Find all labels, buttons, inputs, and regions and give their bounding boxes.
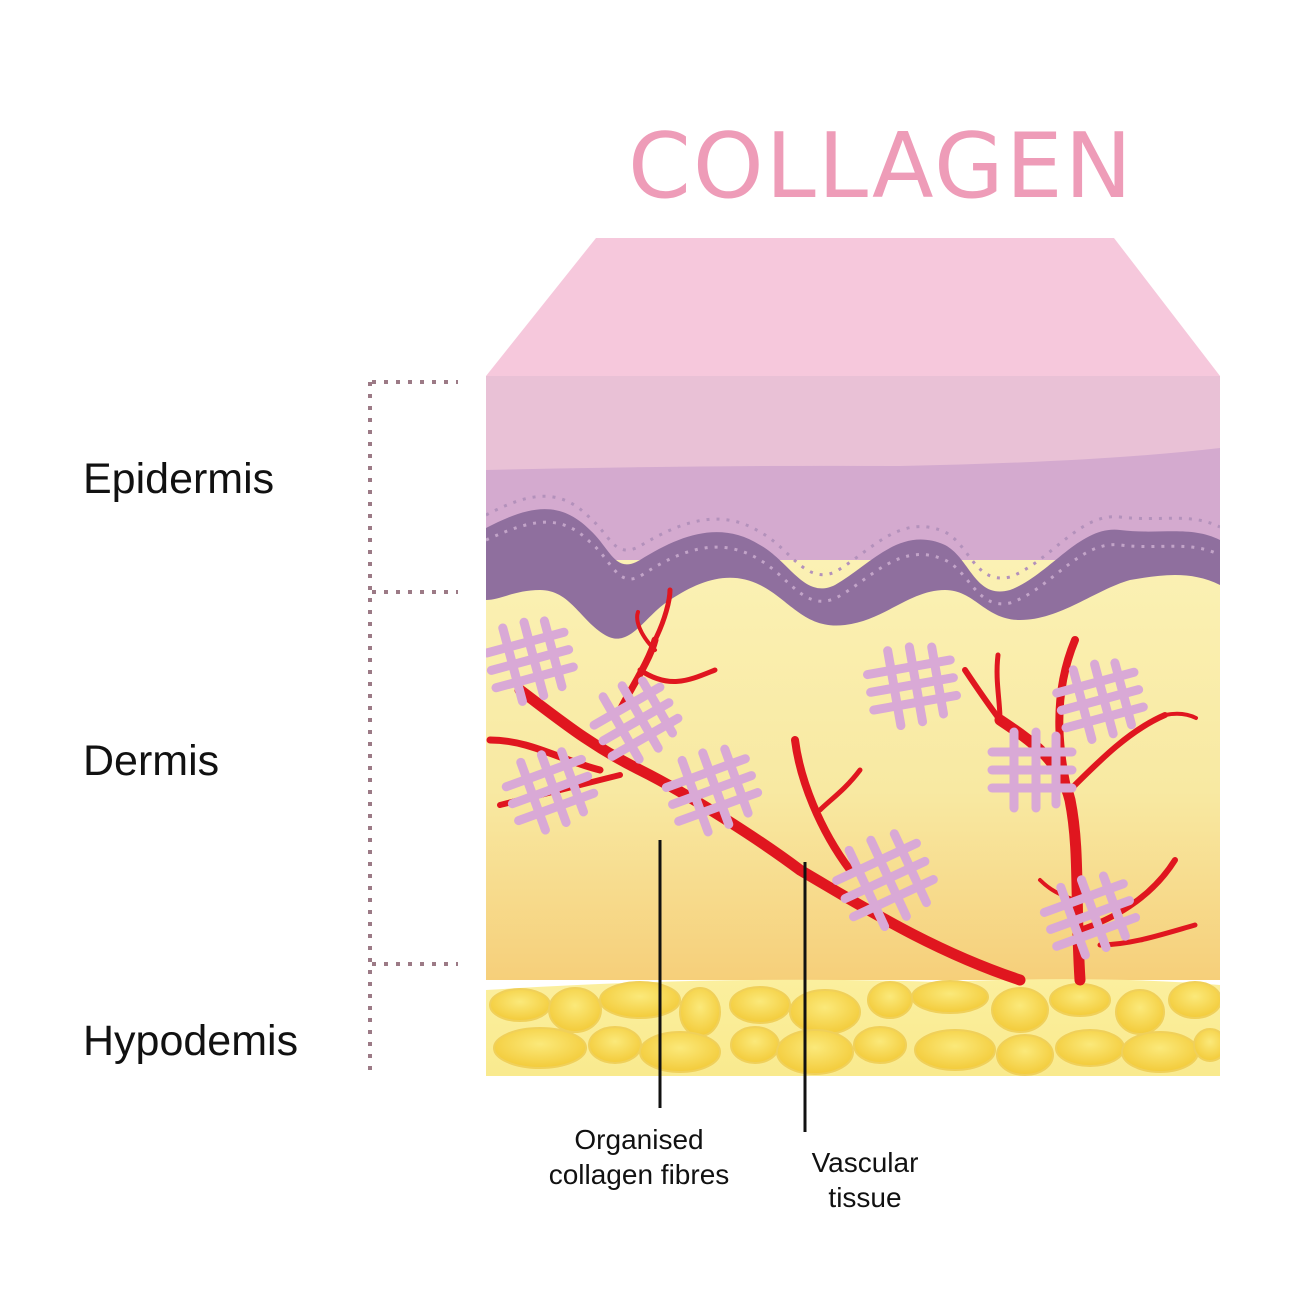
diagram-title: COLLAGEN bbox=[628, 114, 1134, 219]
callout-collagen-line2: collagen fibres bbox=[548, 1159, 730, 1190]
basal-dots bbox=[486, 520, 1220, 606]
callout-collagen-line1: Organised bbox=[574, 1124, 704, 1155]
collagen-bundle bbox=[987, 727, 1077, 813]
collagen-bundle bbox=[589, 676, 683, 764]
skin-surface-top bbox=[486, 238, 1220, 376]
callout-vascular: Vascular tissue bbox=[795, 1145, 935, 1215]
hypodermis-layer bbox=[486, 979, 1220, 1076]
collagen-bundle bbox=[1052, 658, 1148, 744]
collagen-bundle bbox=[661, 744, 763, 837]
layer-brackets bbox=[368, 380, 458, 1078]
callout-collagen: Organised collagen fibres bbox=[528, 1122, 750, 1192]
collagen-bundle bbox=[863, 642, 961, 731]
basal-layer bbox=[486, 509, 1220, 639]
collagen-bundle bbox=[832, 829, 938, 932]
callout-vascular-line2: tissue bbox=[828, 1182, 902, 1213]
label-hypodermis: Hypodemis bbox=[83, 1017, 299, 1065]
collagen-bundle bbox=[486, 616, 578, 706]
collagen-bundle bbox=[501, 747, 599, 835]
collagen-fibres bbox=[486, 616, 1148, 960]
collagen-bundle bbox=[1039, 871, 1141, 960]
label-epidermis: Epidermis bbox=[83, 455, 275, 503]
label-dermis: Dermis bbox=[83, 737, 220, 785]
callout-vascular-line1: Vascular bbox=[811, 1147, 919, 1178]
